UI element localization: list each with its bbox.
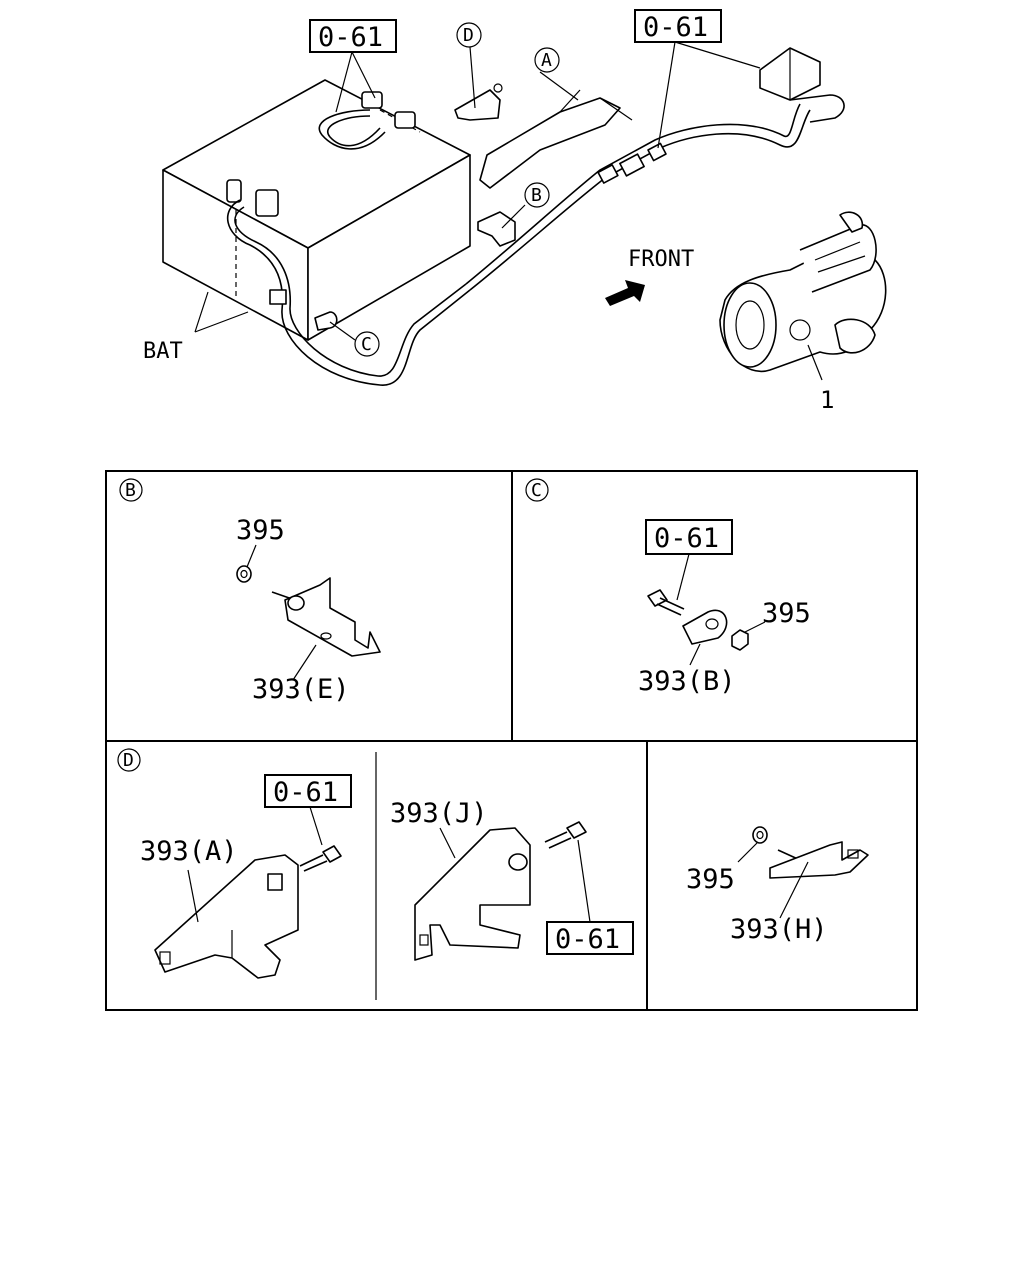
svg-text:B: B	[125, 480, 136, 501]
svg-text:C: C	[531, 480, 542, 501]
svg-text:D: D	[463, 25, 474, 46]
svg-text:C: C	[361, 334, 372, 355]
bracket-393a-label: 393(A)	[140, 836, 238, 867]
svg-text:FRONT: FRONT	[628, 247, 694, 272]
bracket-a	[479, 89, 633, 189]
callout-d: D	[456, 22, 482, 48]
ref-box-0-61-c: 0-61	[654, 523, 719, 554]
ref-box-0-61-a: 0-61	[273, 777, 338, 808]
battery	[162, 79, 471, 341]
bracket-393j	[414, 827, 531, 961]
bolt-a	[299, 845, 342, 872]
front-indicator: FRONT	[605, 247, 694, 306]
nut-395-label: 395	[762, 598, 811, 629]
callout-b: B	[524, 182, 550, 208]
callout-c: C	[354, 331, 380, 357]
bracket-393a	[154, 854, 299, 979]
nut-icon	[752, 826, 768, 844]
bracket-c	[314, 311, 338, 331]
bracket-b	[477, 211, 516, 247]
panel-d: D 0-61 393(A) 393(J)	[117, 748, 869, 979]
svg-text:B: B	[531, 185, 542, 206]
ref-box-0-61-left: 0-61	[309, 19, 397, 53]
bracket-d	[454, 83, 503, 121]
starter-label: 1	[820, 386, 834, 414]
ref-box-0-61-j: 0-61	[555, 924, 620, 955]
relay-connector	[759, 47, 821, 101]
starter-motor	[719, 211, 887, 381]
bolt-j	[544, 821, 587, 849]
front-arrow-icon	[605, 280, 645, 306]
bracket-393e-label: 393(E)	[252, 674, 350, 705]
bracket-393h	[769, 841, 869, 879]
bracket-393b	[682, 609, 728, 645]
bat-label: BAT	[143, 339, 183, 364]
panel-b: B 395 393(E)	[119, 478, 381, 705]
nut-395-label: 395	[686, 864, 735, 895]
ref-box-0-61-right: 0-61	[634, 9, 722, 43]
svg-text:0-61: 0-61	[318, 22, 383, 53]
battery-terminal-negative	[361, 91, 416, 129]
battery-terminal-positive	[226, 179, 279, 217]
bracket-393b-label: 393(B)	[638, 666, 736, 697]
nut-icon	[731, 629, 749, 651]
svg-text:D: D	[123, 750, 134, 771]
svg-text:A: A	[541, 50, 552, 71]
bracket-393h-label: 393(H)	[730, 914, 828, 945]
bracket-393j-label: 393(J)	[390, 798, 488, 829]
nut-395-label: 395	[236, 515, 285, 546]
callout-a: A	[534, 47, 560, 73]
panel-c: C 0-61 395 393(B)	[525, 478, 811, 697]
bracket-393e	[271, 577, 381, 657]
bolt-c	[647, 589, 685, 616]
svg-text:0-61: 0-61	[643, 12, 708, 43]
nut-icon	[236, 565, 252, 583]
battery-cable	[226, 94, 845, 386]
